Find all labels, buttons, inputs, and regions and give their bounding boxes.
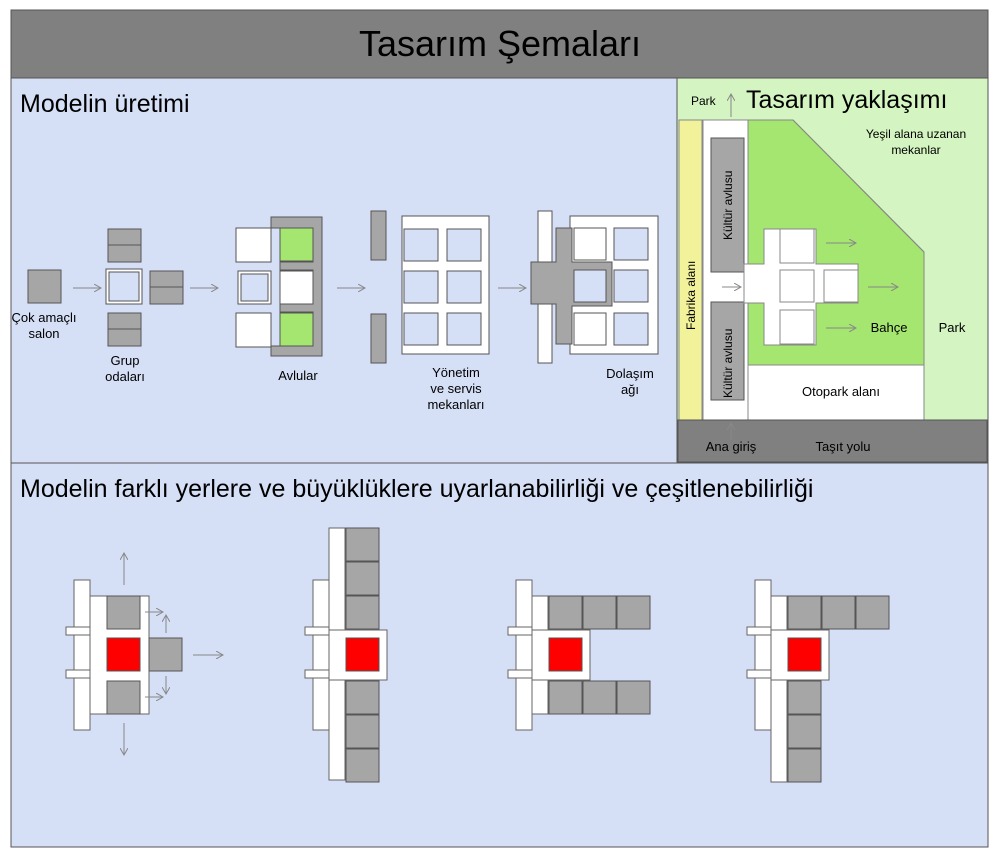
group-rooms-label-line2: odaları: [105, 369, 145, 384]
hall-block: [27, 269, 62, 304]
management-label-line1: Yönetim: [432, 365, 480, 380]
courtyard-top-green: [279, 227, 314, 262]
step-courtyards: Avlular: [235, 216, 323, 383]
courtyards-label: Avlular: [278, 368, 318, 383]
production-panel: Modelin üretimi Çok amaçlı salon Grup od…: [10, 77, 678, 464]
courtyard-bottom-green: [279, 312, 314, 347]
service-block-bottom: [370, 313, 387, 364]
vehicle-road-label: Taşıt yolu: [816, 439, 871, 454]
main-entrance-label: Ana giriş: [706, 439, 757, 454]
variant-2: [304, 527, 388, 783]
step-management-service: Yönetim ve servis mekanları: [370, 210, 490, 412]
variant-4: [746, 579, 890, 783]
header-bar: [10, 9, 989, 79]
circulation-label-line2: ağı: [621, 382, 639, 397]
parking-label: Otopark alanı: [802, 384, 880, 399]
hall-label-line2: salon: [28, 326, 59, 341]
step-circulation: Dolaşım ağı: [530, 210, 659, 397]
page-title: Tasarım Şemaları: [359, 23, 641, 64]
circulation-label-line1: Dolaşım: [606, 366, 654, 381]
approach-heading: Tasarım yaklaşımı: [746, 86, 947, 114]
adaptability-heading: Modelin farklı yerlere ve büyüklüklere u…: [20, 475, 813, 503]
green-spaces-label-line2: mekanlar: [891, 143, 940, 157]
management-label-line2: ve servis: [430, 381, 482, 396]
service-block-top: [370, 210, 387, 261]
culture-yard-top-label: Kültür avlusu: [721, 171, 735, 240]
park-top-label: Park: [691, 94, 717, 108]
variant-3: [507, 579, 651, 731]
core-red-4: [787, 637, 822, 672]
variant-1: [65, 554, 222, 754]
core-red-1: [106, 637, 141, 672]
core-red-3: [548, 637, 583, 672]
step-multipurpose-hall: Çok amaçlı salon: [11, 269, 77, 341]
culture-yard-bottom-label: Kültür avlusu: [721, 329, 735, 398]
header: Tasarım Şemaları: [10, 9, 989, 79]
approach-panel: Park Tasarım yaklaşımı Fabrika alanı Yeş…: [676, 77, 989, 464]
management-label-line3: mekanları: [427, 397, 484, 412]
adaptability-panel: Modelin farklı yerlere ve büyüklüklere u…: [10, 462, 989, 848]
garden-label: Bahçe: [871, 320, 908, 335]
production-heading: Modelin üretimi: [20, 90, 190, 118]
park-right-label: Park: [939, 320, 966, 335]
circulation-network: [530, 227, 613, 345]
factory-area-label: Fabrika alanı: [684, 261, 698, 330]
hall-label-line1: Çok amaçlı: [11, 310, 76, 325]
parking-area: [747, 364, 925, 421]
group-rooms-label-line1: Grup: [111, 353, 140, 368]
culture-yard-bottom: [710, 301, 745, 401]
green-spaces-label-line1: Yeşil alana uzanan: [866, 127, 966, 141]
culture-yard-top: [710, 137, 745, 273]
step-group-rooms: Grup odaları: [105, 228, 184, 384]
core-red-2: [345, 637, 380, 672]
